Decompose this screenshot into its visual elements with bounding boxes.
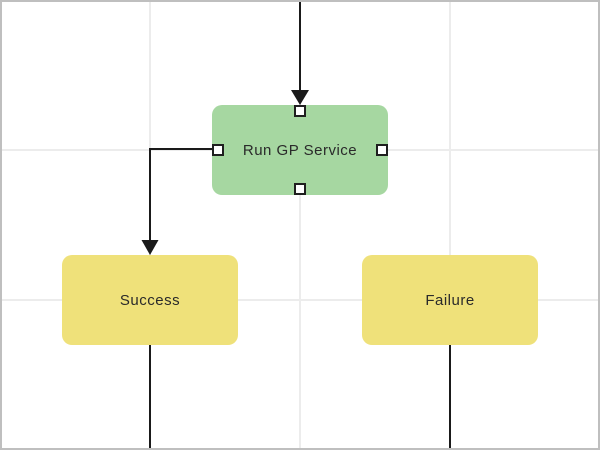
node-label: Success — [119, 291, 181, 309]
port-top[interactable] — [294, 105, 306, 117]
port-left[interactable] — [212, 144, 224, 156]
grid-line-vertical — [449, 0, 451, 450]
node-success[interactable]: Success — [62, 255, 238, 345]
connector-run-gp-service-to-success[interactable] — [141, 148, 213, 255]
node-run-gp-service[interactable]: Run GP Service — [212, 105, 388, 195]
node-label: Failure — [425, 291, 475, 309]
grid-line-vertical — [299, 0, 301, 450]
node-label: Run GP Service — [242, 141, 358, 159]
arrowhead-icon — [291, 90, 309, 105]
port-bottom[interactable] — [294, 183, 306, 195]
connector-top-to-run-gp-service[interactable] — [291, 2, 309, 105]
grid-line-horizontal — [0, 299, 600, 301]
node-failure[interactable]: Failure — [362, 255, 538, 345]
port-right[interactable] — [376, 144, 388, 156]
arrowhead-icon — [141, 240, 159, 255]
